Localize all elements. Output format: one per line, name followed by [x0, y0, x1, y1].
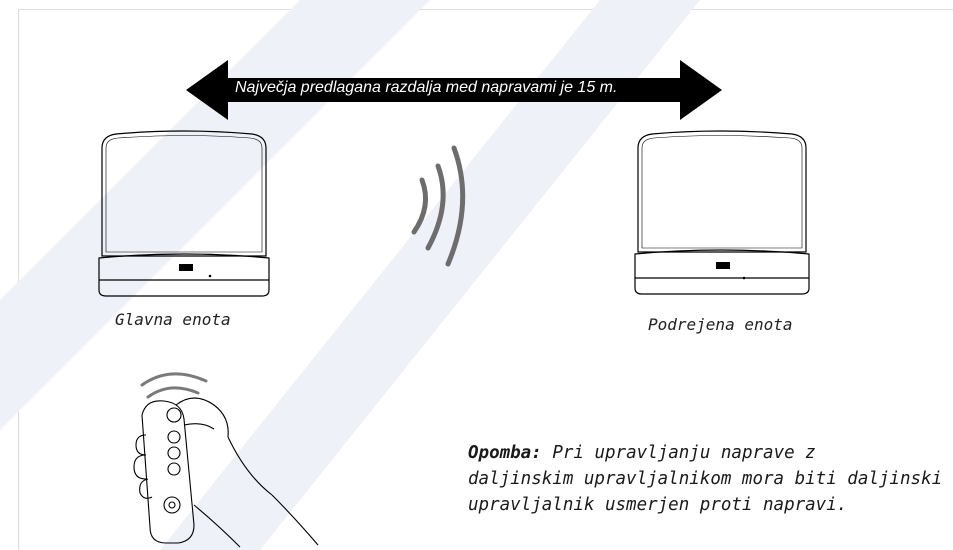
- sub-unit-device: [634, 130, 810, 295]
- signal-waves-icon: [411, 145, 466, 267]
- note-line-1: Pri upravljanju naprave z: [552, 443, 816, 463]
- note-line-2: daljinskim upravljalnikom mora biti dalj…: [468, 469, 943, 489]
- remote-control-hand-icon: [133, 372, 319, 548]
- distance-label: Največja predlagana razdalja med naprava…: [235, 79, 618, 96]
- frame-top-line: [18, 9, 953, 10]
- note-text-block: Opomba: Pri upravljanju naprave z daljin…: [468, 440, 948, 518]
- distance-arrow: [186, 60, 722, 120]
- note-line-3: upravljalnik usmerjen proti napravi.: [468, 495, 848, 515]
- sub-unit-caption: Podrejena enota: [648, 315, 793, 334]
- frame-left-line: [18, 9, 19, 550]
- note-label: Opomba:: [468, 443, 542, 463]
- main-unit-device: [98, 130, 270, 297]
- main-unit-caption: Glavna enota: [115, 310, 231, 329]
